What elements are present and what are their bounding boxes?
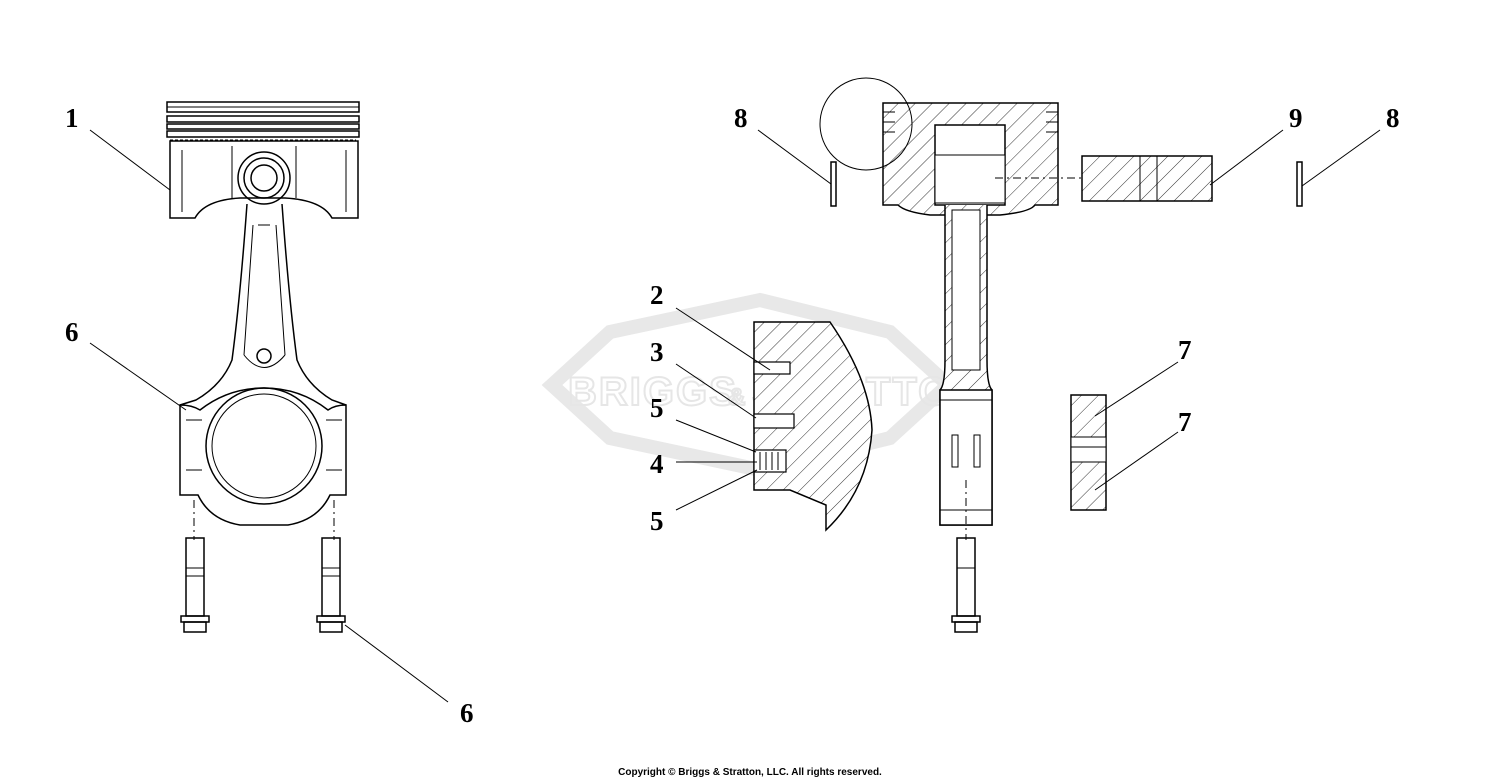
ring-groove-detail bbox=[753, 321, 873, 532]
callout-7-upper: 7 bbox=[1178, 335, 1192, 365]
callout-1: 1 bbox=[65, 103, 79, 133]
leader-2 bbox=[675, 307, 771, 371]
left-piston-assembly bbox=[166, 101, 360, 633]
callout-2: 2 bbox=[650, 280, 664, 310]
watermark-text-left: BRIGGS bbox=[568, 370, 738, 414]
callout-8-right: 8 bbox=[1386, 103, 1400, 133]
callout-4: 4 bbox=[650, 449, 664, 479]
callout-5-lower: 5 bbox=[650, 506, 664, 536]
callout-6-bottom: 6 bbox=[460, 698, 474, 728]
callout-3: 3 bbox=[650, 337, 664, 367]
retaining-clip-right bbox=[1296, 161, 1303, 207]
leader-8a bbox=[757, 129, 832, 185]
leader-5a bbox=[675, 419, 757, 453]
callout-9: 9 bbox=[1289, 103, 1303, 133]
leader-3 bbox=[675, 363, 757, 419]
watermark-text-amp: & bbox=[728, 384, 747, 411]
leader-6b bbox=[344, 624, 449, 703]
right-section-assembly bbox=[753, 77, 1303, 633]
callout-8-left: 8 bbox=[734, 103, 748, 133]
copyright-notice: Copyright © Briggs & Stratton, LLC. All … bbox=[618, 767, 882, 778]
callout-7-lower: 7 bbox=[1178, 407, 1192, 437]
callout-6-left: 6 bbox=[65, 317, 79, 347]
leader-7b bbox=[1094, 431, 1179, 491]
leader-6a bbox=[89, 342, 187, 411]
leader-5b bbox=[675, 469, 758, 511]
leader-7a bbox=[1094, 361, 1179, 417]
leader-9 bbox=[1209, 129, 1284, 186]
callout-labels: 1 6 6 8 8 9 2 3 5 4 5 7 7 bbox=[65, 103, 1400, 728]
rod-bolt-right bbox=[316, 537, 346, 633]
leader-8b bbox=[1301, 129, 1381, 187]
wrist-pin bbox=[1081, 155, 1213, 202]
callout-5-upper: 5 bbox=[650, 393, 664, 423]
rod-bolt-left bbox=[180, 537, 210, 633]
exploded-view-drawing: BRIGGS & STRATTON bbox=[65, 77, 1400, 728]
leader-lines bbox=[89, 129, 1381, 703]
rod-bearing-halves bbox=[1070, 394, 1107, 511]
retaining-clip-left bbox=[830, 161, 837, 207]
leader-1 bbox=[89, 129, 171, 191]
